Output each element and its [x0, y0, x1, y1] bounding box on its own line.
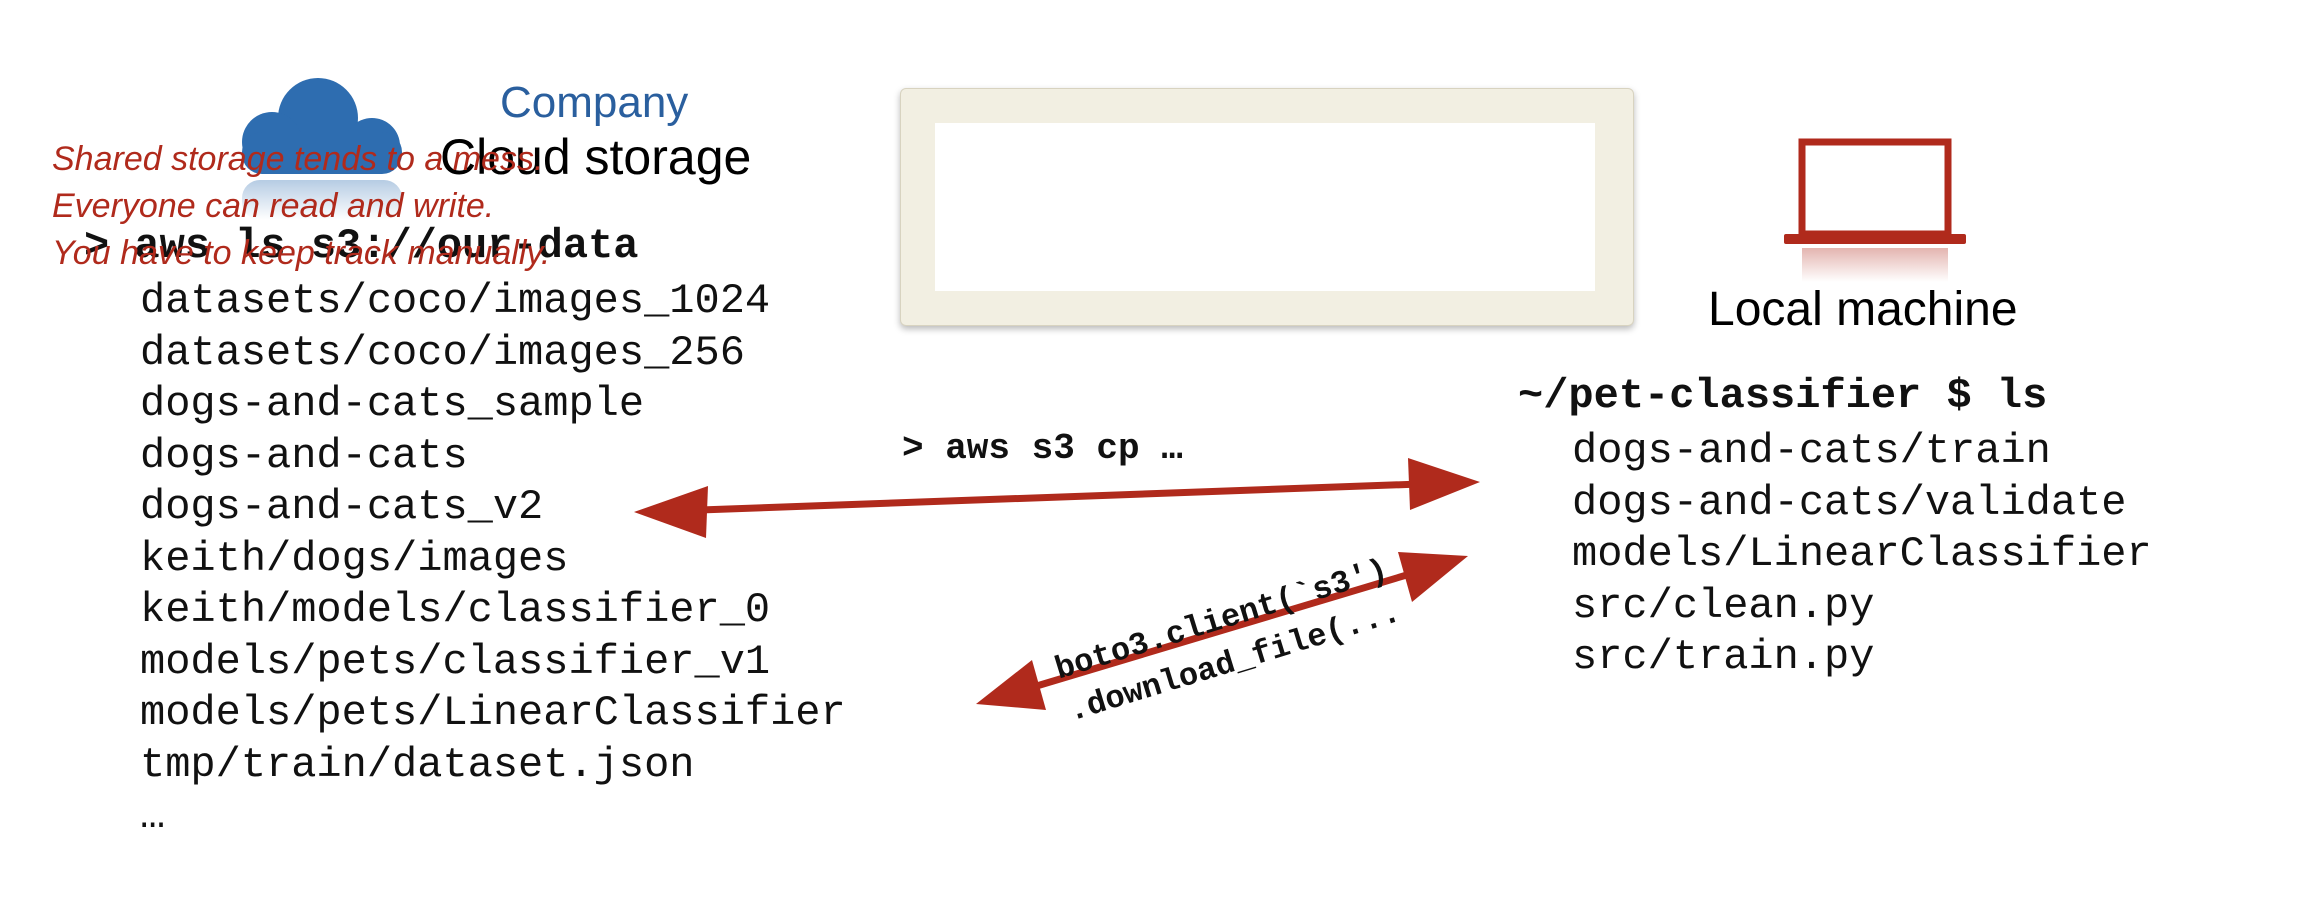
cp-arrow-head-left	[634, 486, 708, 538]
boto-arrow-head-right	[1398, 552, 1468, 602]
note-card	[900, 88, 1634, 326]
cp-arrow-head-right	[1408, 458, 1480, 510]
local-machine-title: Local machine	[1708, 283, 2018, 336]
cloud-list-item: keith/models/classifier_0	[140, 586, 771, 634]
cloud-storage-title: Cloud storage	[440, 129, 752, 185]
cloud-list-item: models/pets/classifier_v1	[140, 637, 771, 686]
note-line: You have to keep track manually.	[52, 234, 551, 272]
note-text: Shared storage tends to a mess. Everyone…	[52, 136, 550, 277]
cloud-icon	[242, 78, 402, 220]
cloud-ls-command: > aws ls s3://our-data	[84, 222, 639, 270]
boto-arrow-head-left	[976, 660, 1046, 710]
cloud-list-item: keith/dogs/images	[140, 534, 569, 583]
cloud-list-item: datasets/coco/images_1024	[140, 277, 771, 325]
note-line: Everyone can read and write.	[52, 187, 495, 225]
aws-cp-label: > aws s3 cp …	[902, 428, 1183, 469]
cloud-file-list: datasets/coco/images_1024 datasets/coco/…	[140, 276, 846, 843]
cloud-list-item: tmp/train/dataset.json	[140, 740, 695, 789]
cloud-list-item: models/pets/LinearClassifier	[140, 689, 846, 737]
cloud-list-item: datasets/coco/images_256	[140, 328, 745, 377]
local-list-item: src/clean.py	[1572, 581, 1875, 630]
cloud-list-item: …	[140, 792, 166, 840]
local-list-item: src/train.py	[1572, 633, 1875, 681]
laptop-icon	[1784, 138, 1966, 282]
local-list-item: models/LinearClassifier	[1572, 530, 2152, 578]
local-ls-command: ~/pet-classifier $ ls	[1518, 372, 2048, 420]
local-list-item: dogs-and-cats/validate	[1572, 478, 2127, 527]
cloud-list-item: dogs-and-cats	[140, 431, 468, 480]
cp-arrow-shaft	[699, 480, 1421, 514]
note-line: Shared storage tends to a mess.	[52, 140, 544, 178]
boto-arrow-shaft	[1028, 570, 1412, 692]
cloud-list-item: dogs-and-cats_v2	[140, 483, 544, 531]
note-card-inner	[935, 123, 1595, 291]
local-list-item: dogs-and-cats/train	[1572, 427, 2051, 475]
cloud-list-item: dogs-and-cats_sample	[140, 380, 645, 428]
local-file-list: dogs-and-cats/train dogs-and-cats/valida…	[1572, 426, 2152, 684]
company-label: Company	[500, 78, 689, 127]
